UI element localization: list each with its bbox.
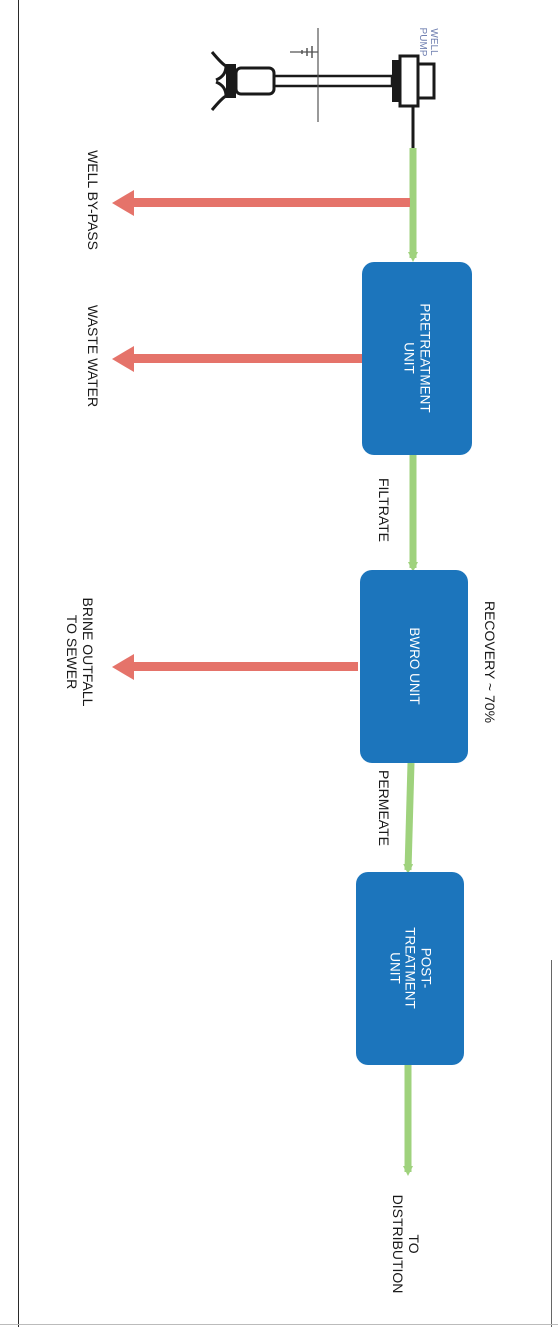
pretreatment-unit-label: PRETREATMENT UNIT <box>401 303 433 413</box>
waste-water-arrow <box>112 346 362 372</box>
pretreatment-label-line-2: UNIT <box>402 342 417 374</box>
distribution-label-line-1: TO <box>406 1234 423 1254</box>
well-pump-label: WELL PUMP <box>417 28 439 57</box>
bwro-label-line-1: BWRO UNIT <box>406 627 422 705</box>
pretreatment-unit-box <box>362 262 472 455</box>
well-bypass-arrow <box>112 190 410 216</box>
brine-label-line-2: TO SEWER <box>64 614 80 690</box>
post-treatment-label-line-3: UNIT <box>387 952 403 984</box>
bwro-unit-box <box>360 570 468 763</box>
page-edge-right <box>551 960 552 1327</box>
well-bypass-label: WELL BY-PASS <box>85 150 102 250</box>
brine-outfall-label: BRINE OUTFALL TO SEWER <box>64 598 96 707</box>
post-treatment-label-line-1: POST- <box>418 947 434 989</box>
waste-water-label: WASTE WATER <box>85 304 102 408</box>
page-edge-bottom <box>0 1324 558 1325</box>
well-pump-label-line-1: WELL <box>428 28 439 56</box>
permeate-arrow <box>403 762 415 874</box>
well-pump-icon <box>210 28 436 148</box>
permeate-label: PERMEATE <box>376 770 393 846</box>
recovery-label: RECOVERY ~ 70% <box>482 600 499 724</box>
page-edge-left <box>18 0 19 1327</box>
bwro-unit-label: BWRO UNIT <box>406 627 422 704</box>
brine-outfall-arrow <box>112 654 358 680</box>
post-treatment-unit-box <box>356 872 464 1065</box>
post-treatment-label-line-2: TREATMENT <box>402 927 418 1009</box>
post-treatment-unit-label: POST- TREATMENT UNIT <box>387 927 434 1009</box>
brine-label-line-1: BRINE OUTFALL <box>80 597 97 707</box>
filtrate-label: FILTRATE <box>376 477 393 543</box>
distribution-label-line-2: DISTRIBUTION <box>390 1194 406 1294</box>
well-pump-label-line-2: PUMP <box>417 27 428 57</box>
distribution-label: TO DISTRIBUTION <box>390 1195 422 1294</box>
pretreatment-label-line-1: PRETREATMENT <box>417 303 433 413</box>
